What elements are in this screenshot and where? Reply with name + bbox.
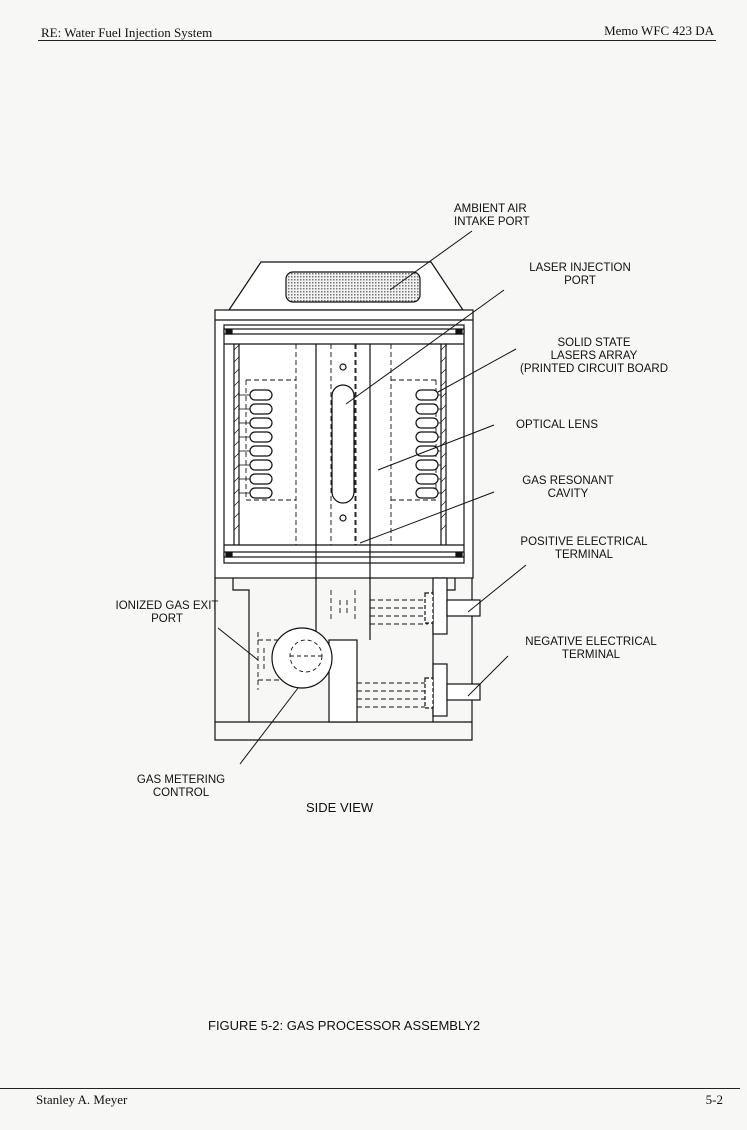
negative-terminal [446, 683, 481, 701]
label-gas-resonant-cavity: GAS RESONANT CAVITY [522, 475, 614, 500]
header-memo: Memo WFC 423 DA [604, 23, 714, 38]
label-negative-terminal: NEGATIVE ELECTRICAL TERMINAL [525, 636, 657, 661]
footer-rule [0, 1088, 740, 1089]
positive-terminal [446, 599, 481, 617]
base-housing [214, 578, 473, 741]
leader-ambient-air [389, 230, 473, 291]
leader-laser-injection [345, 289, 505, 405]
negative-terminal-block [432, 663, 448, 717]
view-label: SIDE VIEW [306, 800, 374, 815]
label-laser-injection: LASER INJECTION PORT [529, 262, 631, 287]
laser-injection-slot [331, 384, 355, 504]
footer-page-number: 5-2 [705, 1092, 723, 1107]
header-rule [38, 40, 716, 41]
label-solid-state-lasers: SOLID STATE LASERS ARRAY (PRINTED CIRCUI… [519, 337, 669, 375]
label-positive-terminal: POSITIVE ELECTRICAL TERMINAL [520, 536, 648, 561]
label-ionized-gas-exit: IONIZED GAS EXIT PORT [115, 600, 219, 625]
figure-caption: FIGURE 5-2: GAS PROCESSOR ASSEMBLY2 [208, 1018, 481, 1033]
laser-diodes-left [249, 389, 273, 499]
leader-gas-metering [239, 687, 299, 765]
positive-terminal-block [432, 577, 448, 635]
gas-metering-valve [271, 627, 333, 689]
footer-author: Stanley A. Meyer [36, 1092, 128, 1107]
air-intake-filter [285, 271, 421, 303]
inner-cavity-frame [223, 324, 465, 564]
leader-optical-lens [377, 424, 495, 471]
leader-ionized-gas [217, 627, 259, 661]
leader-positive [467, 564, 527, 613]
leader-negative [467, 655, 509, 697]
label-optical-lens: OPTICAL LENS [516, 419, 599, 431]
header-title: RE: Water Fuel Injection System [41, 25, 213, 40]
leader-gas-resonant [359, 491, 495, 544]
label-gas-metering-control: GAS METERING CONTROL [136, 774, 226, 799]
label-ambient-air: AMBIENT AIR INTAKE PORT [454, 203, 530, 228]
leader-solid-state [437, 348, 517, 393]
